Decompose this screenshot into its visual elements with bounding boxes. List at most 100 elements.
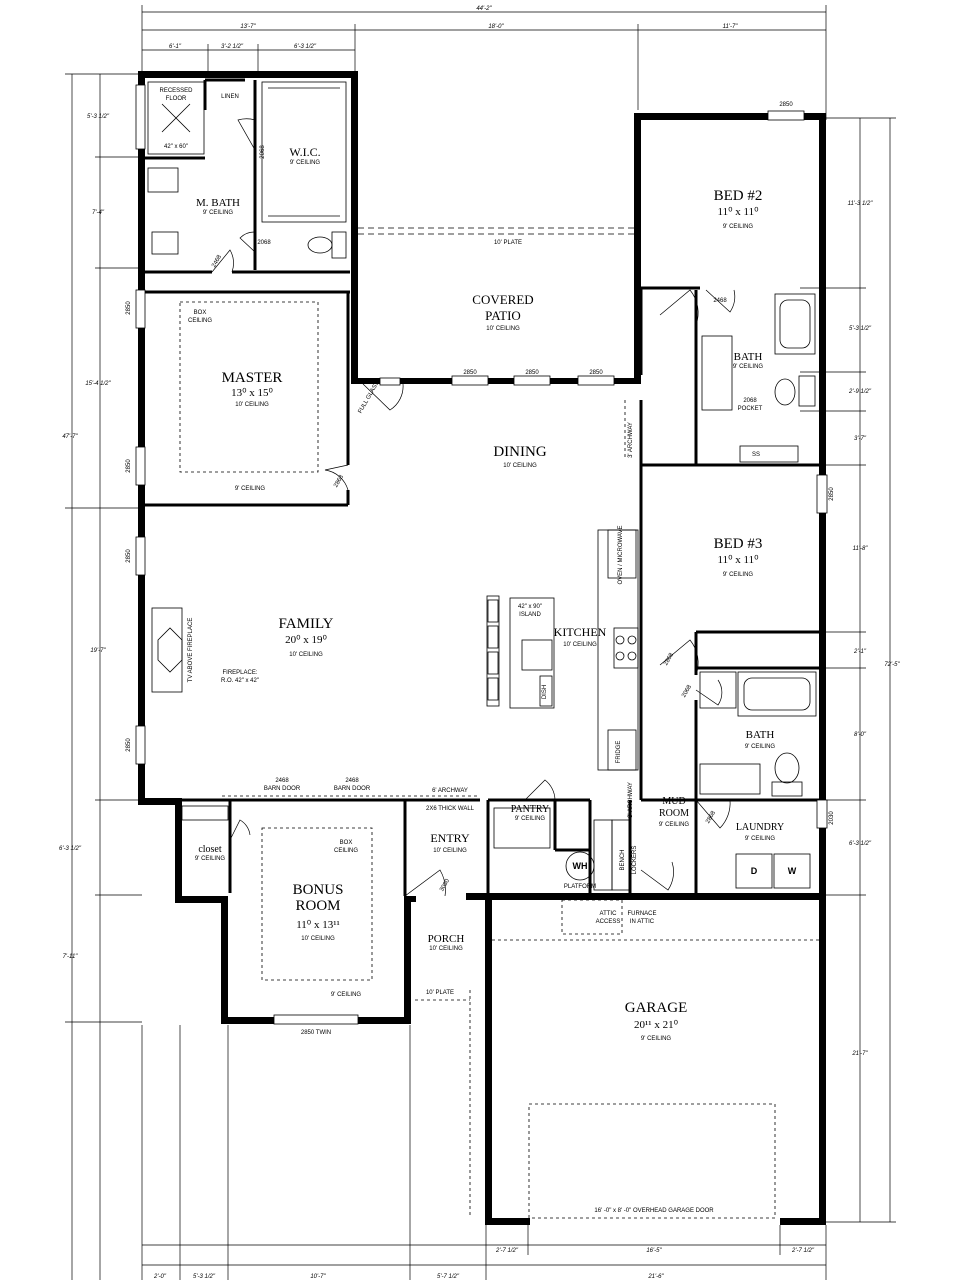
dashed-outlines — [179, 227, 819, 1219]
room-pantry-name: PANTRY — [511, 804, 550, 815]
dim-right-f: 2'-1" — [853, 649, 867, 655]
room-patio-ceiling: 10' CEILING — [486, 326, 520, 332]
dim-bottom-h: 2'-7 1/2" — [791, 1248, 815, 1254]
dim-right-e: 11'-8" — [853, 546, 869, 552]
room-entry-ceiling: 10' CEILING — [433, 848, 467, 854]
room-laundry-name: LAUNDRY — [736, 822, 784, 833]
note-door-wc: 2068 — [257, 240, 271, 246]
dim-right-b: 5'-3 1/2" — [849, 326, 872, 332]
note-win-bed2: 2850 — [779, 102, 793, 108]
room-bath2-ceiling: 9' CEILING — [733, 364, 763, 370]
note-island-size: 42" x 90" — [518, 604, 542, 610]
room-bath3-ceiling: 9' CEILING — [745, 744, 775, 750]
dim-bottom-b: 5'-3 1/2" — [193, 1274, 216, 1280]
note-archway6: 6' ARCHWAY — [432, 788, 468, 794]
note-archway-dining: 3' ARCHWAY — [628, 422, 634, 458]
note-win-dining-2: 2850 — [525, 370, 539, 376]
room-laundry-ceiling: 9' CEILING — [745, 836, 775, 842]
dim-top-c: 11'-7" — [723, 24, 739, 30]
dim-top-d: 6'-1" — [169, 44, 182, 50]
note-furnace2: IN ATTIC — [630, 919, 655, 925]
note-win-bed3: 2850 — [829, 487, 835, 501]
note-attic: ATTIC — [600, 911, 618, 917]
dim-right-g: 8'-0" — [854, 732, 867, 738]
note-washer: W — [788, 866, 797, 876]
note-floor: FLOOR — [166, 96, 187, 102]
room-family-ceiling: 10' CEILING — [289, 652, 323, 658]
note-door-bath3: 2068 — [681, 684, 693, 699]
room-bath2-name: BATH — [734, 351, 763, 363]
note-thick-wall: 2X6 THICK WALL — [426, 806, 475, 812]
dim-bottom-d: 5'-7 1/2" — [437, 1274, 460, 1280]
room-pantry-ceiling: 9' CEILING — [515, 816, 545, 822]
note-ceiling9-master: 9' CEILING — [235, 486, 265, 492]
room-porch-ceiling: 10' CEILING — [429, 946, 463, 952]
room-dining-ceiling: 10' CEILING — [503, 463, 537, 469]
note-recessed: RECESSED — [159, 88, 193, 94]
dim-top-b: 18'-0" — [488, 24, 504, 30]
room-garage-size: 20¹¹ x 21⁰ — [634, 1019, 679, 1031]
room-master-ceiling: 10' CEILING — [235, 402, 269, 408]
room-closet-name: closet — [198, 844, 222, 855]
note-barn-door-2: BARN DOOR — [334, 786, 371, 792]
room-dining-name: DINING — [493, 444, 546, 460]
dim-right-c: 2'-9 1/2" — [848, 389, 872, 395]
note-shower-size: 42" x 60" — [164, 144, 188, 150]
note-win-family-2: 2850 — [126, 738, 132, 752]
room-wic-name: W.I.C. — [289, 145, 320, 159]
note-box-ceiling-bonus: BOX — [340, 840, 353, 846]
note-linen-master: LINEN — [221, 94, 239, 100]
dim-right-a: 11'-3 1/2" — [848, 201, 874, 207]
dim-bottom-c: 10'-7" — [310, 1274, 326, 1280]
note-furnace: FURNACE — [627, 911, 656, 917]
note-dryer: D — [751, 866, 758, 876]
room-bed2-size: 11⁰ x 11⁰ — [717, 206, 759, 218]
interior-walls — [142, 78, 822, 896]
dim-right-total: 72'-5" — [884, 662, 900, 668]
room-mbath-ceiling: 9' CEILING — [203, 210, 233, 216]
note-attic2: ACCESS — [596, 919, 621, 925]
room-bonus-size: 11⁰ x 13¹¹ — [296, 919, 340, 931]
room-master-name: MASTER — [222, 370, 283, 386]
room-bonus-name2: ROOM — [295, 898, 340, 914]
dim-left-e: 6'-3 1/2" — [59, 846, 82, 852]
dim-left-total: 47'-7" — [62, 434, 78, 440]
note-box-ceiling-master: BOX — [194, 310, 207, 316]
room-kitchen-ceiling: 10' CEILING — [563, 642, 597, 648]
room-kitchen-name: KITCHEN — [554, 625, 607, 639]
note-win-master-2: 2850 — [126, 459, 132, 473]
note-oven: OVEN / MICROWAVE — [618, 525, 624, 584]
note-archway-kitchen: 3' ARCHWAY — [628, 782, 634, 818]
note-fireplace-ro: FIREPLACE: — [222, 670, 257, 676]
room-mud-name2: ROOM — [659, 808, 689, 819]
note-win-master-1: 2850 — [126, 301, 132, 315]
dim-right-i: 21'-7" — [851, 1051, 868, 1057]
room-bed3-name: BED #3 — [714, 536, 763, 552]
windows — [135, 84, 828, 1025]
note-fireplace-ro2: R.O. 42" x 42" — [221, 678, 259, 684]
note-garage-door: 16' -0" x 8' -0" OVERHEAD GARAGE DOOR — [594, 1208, 714, 1214]
note-win-dining-3: 2850 — [589, 370, 603, 376]
note-barn-door-1: BARN DOOR — [264, 786, 301, 792]
room-entry-name: ENTRY — [430, 831, 470, 845]
note-door-wic: 2068 — [260, 145, 266, 159]
note-plate10-patio: 10' PLATE — [494, 240, 522, 246]
dim-right-d: 3'-7" — [854, 436, 867, 442]
plan-notes: RECESSED FLOOR 42" x 60" LINEN BOX CEILI… — [126, 88, 835, 1214]
dim-bottom-f: 2'-7 1/2" — [495, 1248, 519, 1254]
dim-top-f: 6'-3 1/2" — [294, 44, 317, 50]
note-door-2468-2: 2468 — [345, 778, 359, 784]
dim-top-a: 13'-7" — [240, 24, 256, 30]
note-fireplace: TV ABOVE FIREPLACE — [188, 618, 194, 683]
room-bath3-name: BATH — [746, 729, 775, 741]
dim-top-e: 3'-2 1/2" — [221, 44, 244, 50]
dim-left-a: 5'-3 1/2" — [87, 114, 110, 120]
note-island: ISLAND — [519, 612, 541, 618]
room-bonus-ceiling: 10' CEILING — [301, 936, 335, 942]
exterior-walls — [138, 71, 826, 1225]
room-wic-ceiling: 9' CEILING — [290, 160, 320, 166]
note-ceiling9-bonus: 9' CEILING — [331, 992, 361, 998]
room-mud-name: MUD — [662, 796, 685, 807]
note-dish: DISH — [542, 685, 548, 699]
